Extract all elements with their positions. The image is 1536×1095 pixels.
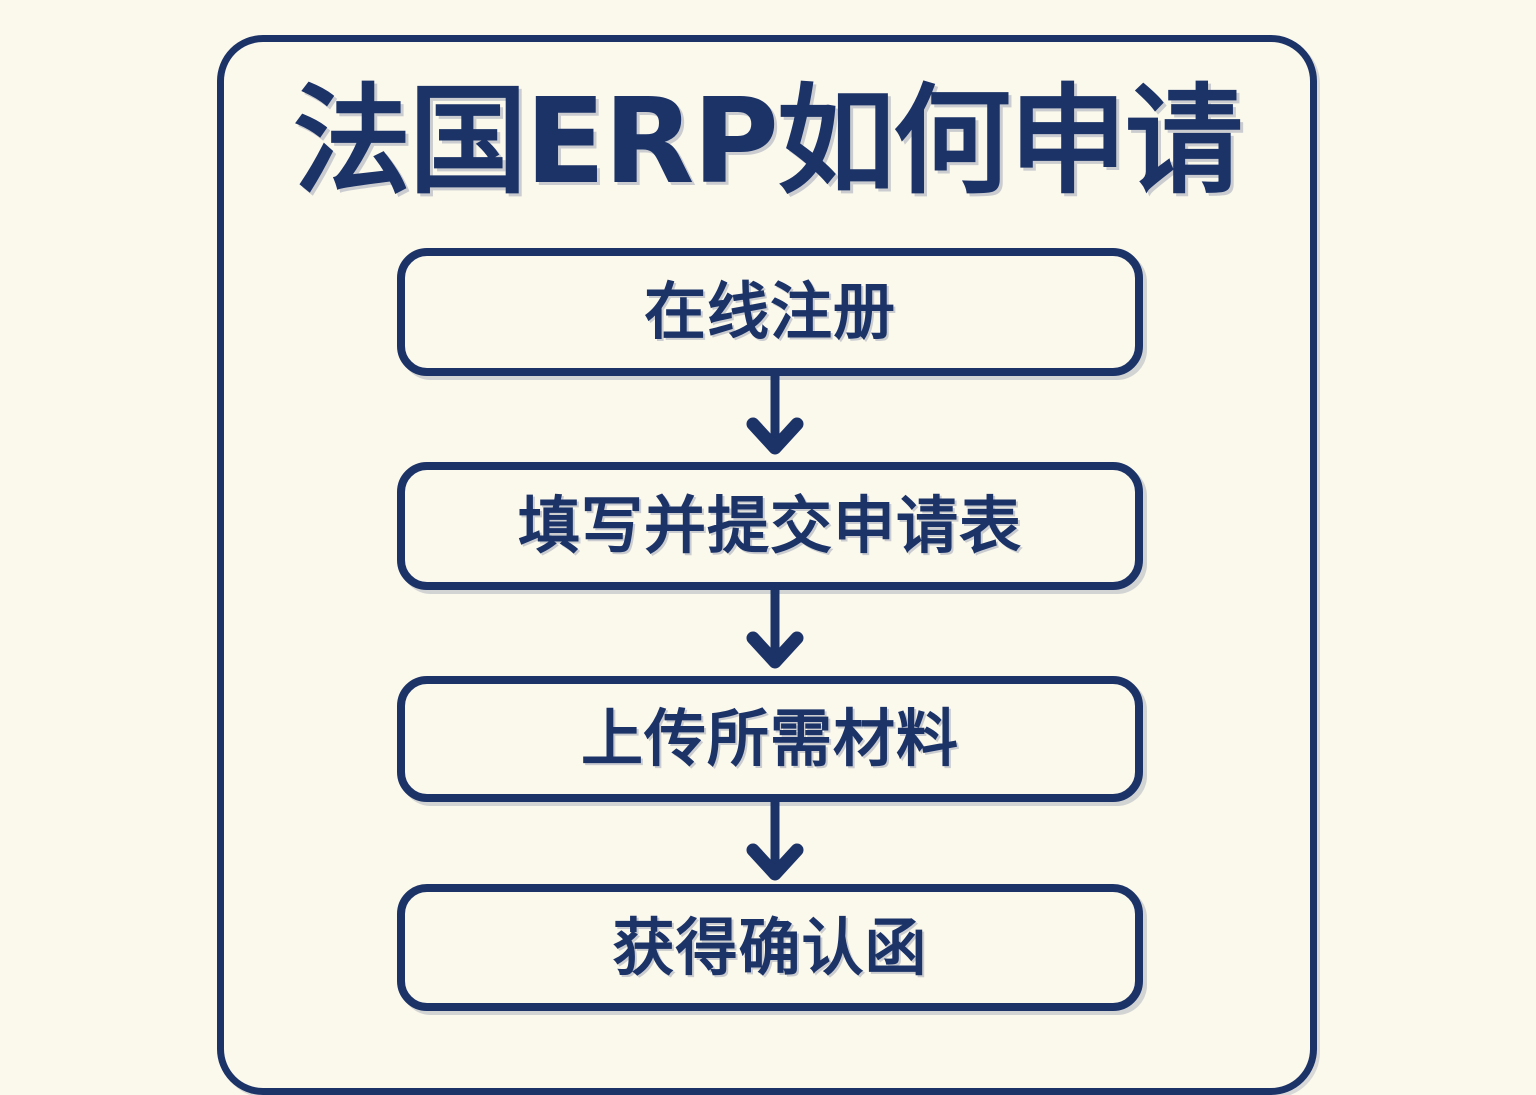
flow-step-3-label: 上传所需材料 (580, 702, 959, 775)
flow-step-1-label: 在线注册 (643, 275, 896, 348)
page-title: 法国ERP如何申请 (293, 72, 1243, 210)
poster-canvas: 法国ERP如何申请 在线注册 填写并提交申请表 上传所需材料 获得确认函 (217, 35, 1317, 1095)
flow-step-3-box[interactable]: 上传所需材料 (397, 676, 1143, 802)
flow-step-4-label: 获得确认函 (612, 910, 928, 984)
flow-step-1-box[interactable]: 在线注册 (397, 248, 1143, 376)
flow-step-4-box[interactable]: 获得确认函 (397, 884, 1143, 1011)
flow-step-2-label: 填写并提交申请表 (517, 489, 1022, 562)
flow-step-2-box[interactable]: 填写并提交申请表 (397, 462, 1143, 590)
